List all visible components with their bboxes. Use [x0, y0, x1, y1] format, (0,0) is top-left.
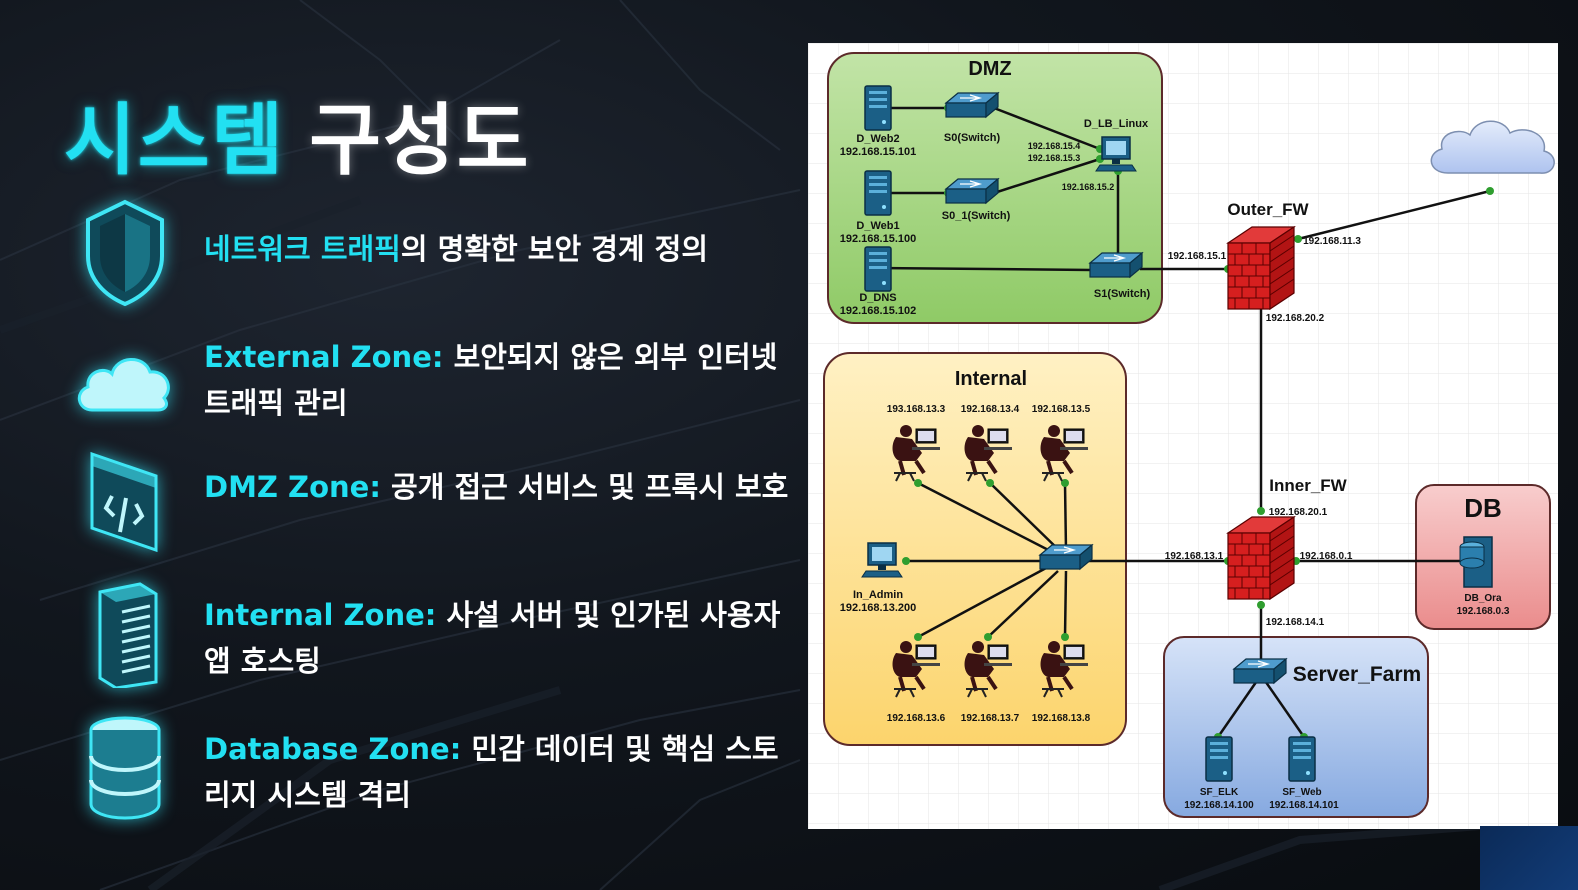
ip-label: 192.168.20.1 — [1269, 507, 1328, 518]
node-label: D_Web2 — [856, 133, 899, 145]
database-server-icon — [1459, 536, 1493, 588]
node-ip: 192.168.13.200 — [840, 602, 916, 614]
node-label: Outer_FW — [1227, 200, 1309, 219]
shield-icon — [86, 199, 164, 307]
feature-network-traffic: 네트워크 트래픽의 명확한 보안 경계 정의 — [70, 198, 800, 308]
ip-label: 192.168.0.1 — [1300, 551, 1353, 562]
feature-highlight: Internal Zone: — [204, 598, 437, 632]
switch-icon — [1233, 658, 1287, 684]
feature-database-zone: Database Zone: 민감 데이터 및 핵심 스토리지 시스템 격리 — [70, 712, 800, 822]
switch-icon — [1039, 544, 1093, 570]
feature-description: 공개 접근 서비스 및 프록시 보호 — [380, 470, 789, 504]
feature-description: 보안되지 않은 외부 인터넷 트래픽 관리 — [204, 340, 778, 420]
feature-description: 민감 데이터 및 핵심 스토리지 시스템 격리 — [204, 732, 779, 812]
ip-label: 192.168.11.3 — [1303, 236, 1361, 247]
server-icon — [1288, 736, 1316, 782]
switch-icon — [945, 178, 999, 204]
node-label: In_Admin — [853, 589, 903, 601]
ip-label: 192.168.20.2 — [1266, 313, 1325, 324]
node-label: Inner_FW — [1269, 476, 1347, 495]
server-icon — [1205, 736, 1233, 782]
switch-icon — [1089, 252, 1143, 278]
firewall-icon — [1227, 226, 1295, 310]
node-ip: 192.168.15.102 — [840, 305, 916, 317]
zone-label-db: DB — [1464, 493, 1502, 523]
node-ip: 192.168.14.101 — [1269, 800, 1339, 811]
ip-label: 192.168.13.8 — [1032, 713, 1091, 724]
node-label: SF_Web — [1282, 787, 1321, 798]
pc-icon — [861, 542, 903, 578]
node-label: DB_Ora — [1464, 593, 1502, 604]
node-label: S0(Switch) — [944, 132, 1001, 144]
feature-internal-zone: Internal Zone: 사설 서버 및 인가된 사용자 앱 호스팅 — [70, 578, 800, 688]
server-icon — [864, 85, 892, 131]
feature-text: Database Zone: 민감 데이터 및 핵심 스토리지 시스템 격리 — [204, 726, 794, 818]
node-ip: 192.168.15.100 — [840, 233, 916, 245]
ip-label: 192.168.13.6 — [887, 713, 946, 724]
page-title: 시스템 구성도 — [64, 78, 531, 190]
ip-label: 192.168.14.1 — [1266, 617, 1325, 628]
database-icon — [89, 716, 161, 820]
feature-description: 의 명확한 보안 경계 정의 — [400, 232, 709, 266]
ip-label: 192.168.13.5 — [1032, 404, 1091, 415]
node-ip: 192.168.15.101 — [840, 146, 916, 158]
feature-text: DMZ Zone: 공개 접근 서비스 및 프록시 보호 — [204, 464, 794, 510]
ip-label: 193.168.13.3 — [887, 404, 946, 415]
zone-label-server-farm: Server_Farm — [1293, 663, 1421, 686]
feature-text: External Zone: 보안되지 않은 외부 인터넷 트래픽 관리 — [204, 334, 794, 426]
node-label: D_LB_Linux — [1084, 118, 1149, 130]
node-ip: 192.168.14.100 — [1184, 800, 1254, 811]
title-part1: 시스템 — [64, 96, 286, 186]
node-label: SF_ELK — [1200, 787, 1239, 798]
ip-label: 192.168.15.2 — [1062, 182, 1115, 192]
node-label: S1(Switch) — [1094, 288, 1151, 300]
cloud-icon — [77, 358, 170, 412]
internet-cloud-icon — [1430, 120, 1555, 174]
node-label: S0_1(Switch) — [942, 210, 1011, 222]
feature-description: 사설 서버 및 인가된 사용자 앱 호스팅 — [204, 598, 781, 678]
node-label: D_DNS — [859, 292, 896, 304]
ip-label: 192.168.15.4 — [1028, 141, 1081, 151]
ip-label: 192.168.13.1 — [1165, 551, 1224, 562]
ip-label: 192.168.15.1 — [1168, 251, 1227, 262]
node-ip: 192.168.0.3 — [1457, 606, 1510, 617]
feature-highlight: External Zone: — [204, 340, 444, 374]
server-icon — [864, 170, 892, 216]
zone-label-dmz: DMZ — [968, 58, 1011, 80]
network-links — [877, 106, 1491, 738]
browser-firewall-icon — [90, 451, 158, 553]
title-part2: 구성도 — [309, 96, 531, 186]
feature-external-zone: External Zone: 보안되지 않은 외부 인터넷 트래픽 관리 — [70, 330, 800, 440]
firewall-icon — [1227, 516, 1295, 600]
feature-dmz-zone: DMZ Zone: 공개 접근 서비스 및 프록시 보호 — [70, 446, 800, 556]
feature-highlight: 네트워크 트래픽 — [204, 232, 401, 266]
zone-label-internal: Internal — [955, 368, 1027, 390]
ip-label: 192.168.13.4 — [961, 404, 1020, 415]
pc-icon — [1095, 136, 1137, 172]
feature-highlight: DMZ Zone: — [204, 470, 381, 504]
server-icon — [864, 246, 892, 292]
ip-label: 192.168.15.3 — [1028, 153, 1081, 163]
corner-decoration — [1480, 826, 1578, 890]
switch-icon — [945, 92, 999, 118]
server-rack-icon — [98, 582, 158, 688]
node-label: D_Web1 — [856, 220, 899, 232]
feature-highlight: Database Zone: — [204, 732, 462, 766]
network-diagram: DMZ Internal DB Server_Farm — [808, 43, 1558, 829]
feature-text: Internal Zone: 사설 서버 및 인가된 사용자 앱 호스팅 — [204, 592, 794, 684]
ip-label: 192.168.13.7 — [961, 713, 1020, 724]
feature-text: 네트워크 트래픽의 명확한 보안 경계 정의 — [204, 226, 794, 272]
